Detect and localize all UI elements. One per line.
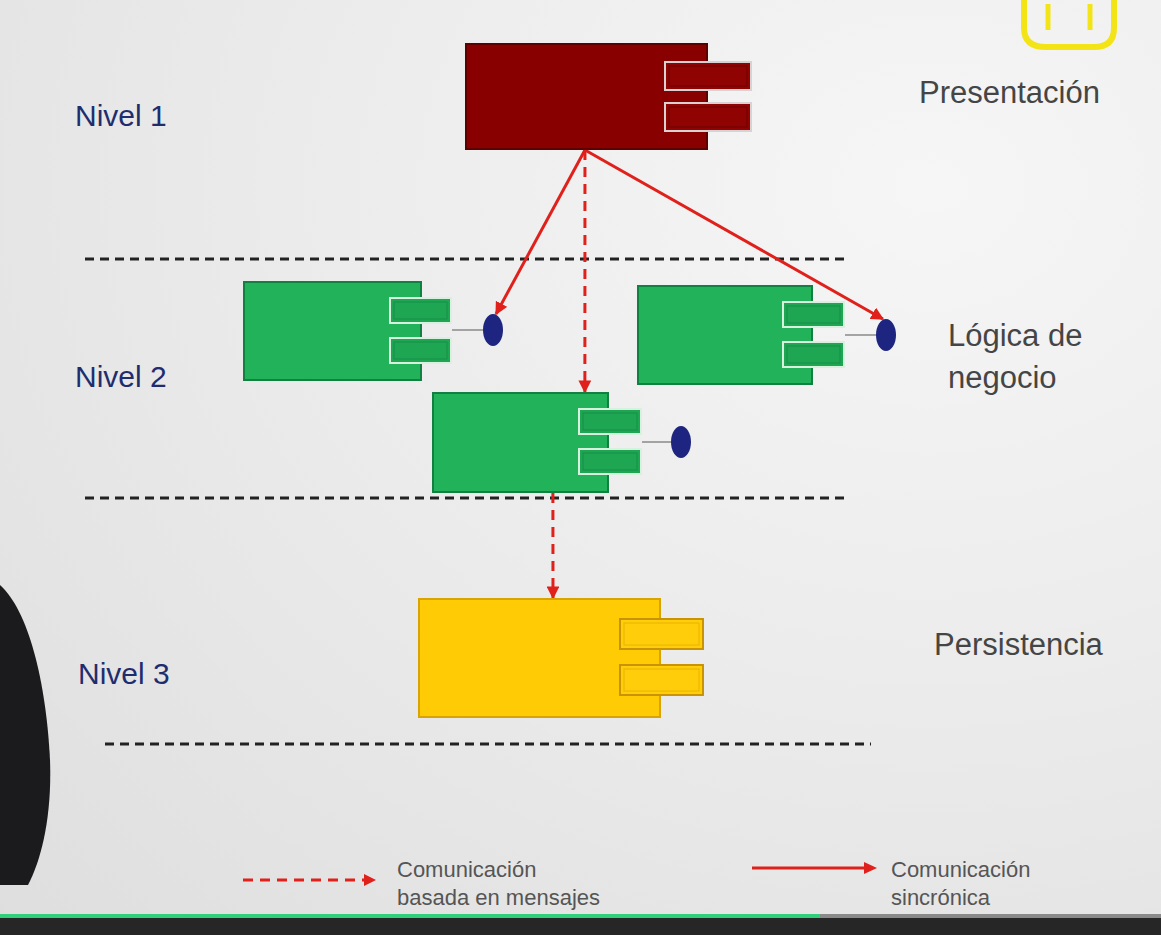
component-graphic: [418, 598, 704, 718]
component-body: [419, 599, 660, 717]
component-port: [665, 103, 751, 131]
component-port-inner: [669, 107, 747, 127]
component-port-inner: [583, 413, 637, 430]
component-port-inner: [394, 302, 447, 319]
interface-stem: [845, 334, 876, 336]
level-label: Nivel 3: [78, 656, 170, 692]
component-box: [637, 285, 897, 385]
component-graphic: [465, 43, 752, 150]
level-divider: [85, 258, 849, 261]
level-label: Nivel 2: [75, 359, 167, 395]
layer-name: Lógica de negocio: [948, 315, 1138, 399]
player-track: [0, 914, 1161, 918]
legend-solid-sample: [752, 867, 866, 870]
level-divider: [105, 743, 871, 746]
layer-name: Presentación: [919, 75, 1100, 111]
interface-circle: [876, 319, 896, 351]
interface-stem: [642, 441, 671, 443]
component-box: [243, 281, 506, 381]
layer-name: Persistencia: [934, 627, 1103, 663]
component-port: [390, 298, 451, 323]
presenter-silhouette: [0, 585, 50, 885]
component-box: [432, 392, 692, 493]
component-port-inner: [669, 66, 747, 86]
component-port: [783, 342, 844, 367]
component-graphic: [243, 281, 506, 381]
legend-arrowhead: [364, 874, 376, 886]
component-body: [466, 44, 707, 149]
legend-arrowhead: [864, 862, 877, 874]
sync-connector: [496, 150, 585, 314]
level-band: Nivel 3 Persistencia: [0, 498, 1161, 748]
component-graphic: [637, 285, 897, 385]
component-port: [579, 449, 641, 474]
component-port: [620, 665, 703, 695]
component-port-inner: [624, 623, 699, 645]
legend-text: Comunicación basada en mensajes: [397, 856, 607, 912]
component-box: [465, 43, 752, 150]
component-port: [390, 338, 451, 363]
component-port-inner: [787, 346, 840, 363]
level-band: Nivel 1 Presentación: [0, 0, 1161, 258]
component-port-inner: [624, 669, 699, 691]
interface-circle: [483, 314, 503, 346]
message-connector: [583, 150, 586, 392]
component-port: [579, 409, 641, 434]
interface-stem: [452, 329, 483, 331]
component-body: [433, 393, 608, 492]
component-graphic: [432, 392, 692, 493]
component-port-inner: [583, 453, 637, 470]
interface-circle: [671, 426, 691, 458]
player-bar: [0, 917, 1161, 935]
level-band: Nivel 2 Lógica de negocio: [0, 258, 1161, 498]
component-port: [620, 619, 703, 649]
level-divider: [85, 497, 849, 500]
player-progress: [0, 914, 820, 918]
level-label: Nivel 1: [75, 98, 167, 134]
component-body: [244, 282, 421, 380]
component-port-inner: [394, 342, 447, 359]
component-box: [418, 598, 704, 718]
legend-dashed-sample: [243, 879, 366, 882]
legend-text: Comunicación sincrónica: [891, 856, 1071, 912]
component-port-inner: [787, 306, 840, 323]
component-body: [638, 286, 812, 384]
message-connector: [551, 493, 554, 598]
component-port: [783, 302, 844, 327]
component-port: [665, 62, 751, 90]
logo-mark: [1048, 4, 1090, 30]
logo-mark: [1024, 0, 1114, 47]
